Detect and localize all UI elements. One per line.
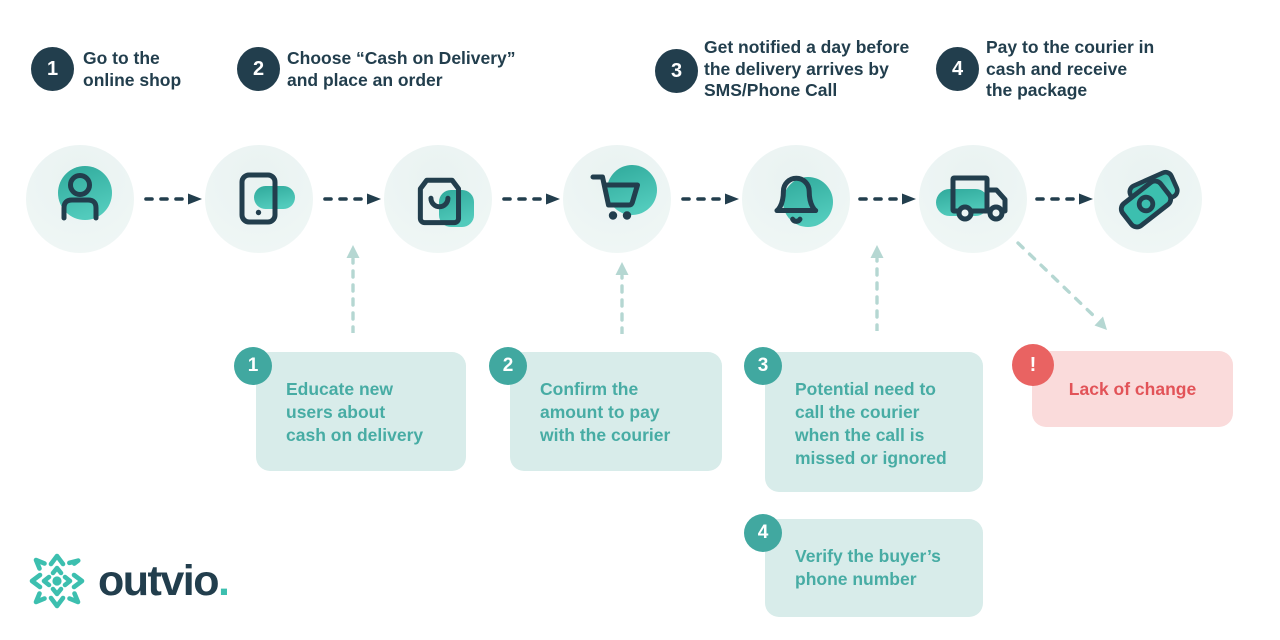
flow-step-place-order xyxy=(384,145,492,253)
shopping-cart-icon xyxy=(590,165,657,220)
callout-3-box: Potential need to call the courier when … xyxy=(765,352,983,492)
bell-icon xyxy=(774,175,833,227)
step-1-badge: 1 xyxy=(31,47,74,91)
flow-step-delivery xyxy=(919,145,1027,253)
flow-arrow-2 xyxy=(323,193,381,205)
callout-4-text: Verify the buyer’s phone number xyxy=(795,546,941,589)
warning-text: Lack of change xyxy=(1068,378,1197,399)
step-2-badge: 2 xyxy=(237,47,280,91)
flow-arrow-1 xyxy=(144,193,202,205)
flow-arrow-4 xyxy=(681,193,739,205)
step-4-label: Pay to the courier in cash and receive t… xyxy=(986,37,1155,100)
flow-step-cash-payment xyxy=(1094,145,1202,253)
callout-3-connector-arrow xyxy=(870,245,884,331)
outvio-wordmark: outvio. xyxy=(98,556,230,605)
step-4-badge: 4 xyxy=(936,47,979,91)
callout-4-badge: 4 xyxy=(744,514,782,552)
callout-3-badge: 3 xyxy=(744,347,782,385)
outvio-logo: outvio. xyxy=(24,548,230,614)
warning-box: Lack of change xyxy=(1032,351,1233,427)
warning-badge: ! xyxy=(1012,344,1054,386)
callout-3-text: Potential need to call the courier when … xyxy=(795,379,947,468)
step-1-label: Go to the online shop xyxy=(83,48,182,90)
flow-arrow-3 xyxy=(502,193,560,205)
step-3-badge: 3 xyxy=(655,49,698,93)
callout-2-badge: 2 xyxy=(489,347,527,385)
outvio-logo-icon xyxy=(29,553,85,609)
user-icon xyxy=(58,166,112,221)
callout-1-badge: 1 xyxy=(234,347,272,385)
flow-step-cart xyxy=(563,145,671,253)
truck-icon xyxy=(936,175,1008,222)
logo-dot: . xyxy=(217,556,230,605)
callout-2-text: Confirm the amount to pay with the couri… xyxy=(540,379,671,445)
callout-2-box: Confirm the amount to pay with the couri… xyxy=(510,352,722,471)
callout-1-box: Educate new users about cash on delivery xyxy=(256,352,466,471)
smartphone-icon xyxy=(239,172,295,225)
callout-1-connector-arrow xyxy=(346,245,360,333)
flow-step-shopper xyxy=(26,145,134,253)
callout-2-connector-arrow xyxy=(615,262,629,334)
step-2-label: Choose “Cash on Delivery” and place an o… xyxy=(287,48,516,90)
flow-step-notification xyxy=(742,145,850,253)
flow-arrow-6 xyxy=(1035,193,1093,205)
cash-icon xyxy=(1118,169,1180,230)
shopping-bag-icon xyxy=(417,177,474,227)
flow-arrow-5 xyxy=(858,193,916,205)
flow-step-online-shop xyxy=(205,145,313,253)
callout-4-box: Verify the buyer’s phone number xyxy=(765,519,983,617)
step-3-label: Get notified a day before the delivery a… xyxy=(704,37,910,100)
callout-1-text: Educate new users about cash on delivery xyxy=(286,379,424,445)
warning-connector-arrow xyxy=(1016,241,1107,330)
